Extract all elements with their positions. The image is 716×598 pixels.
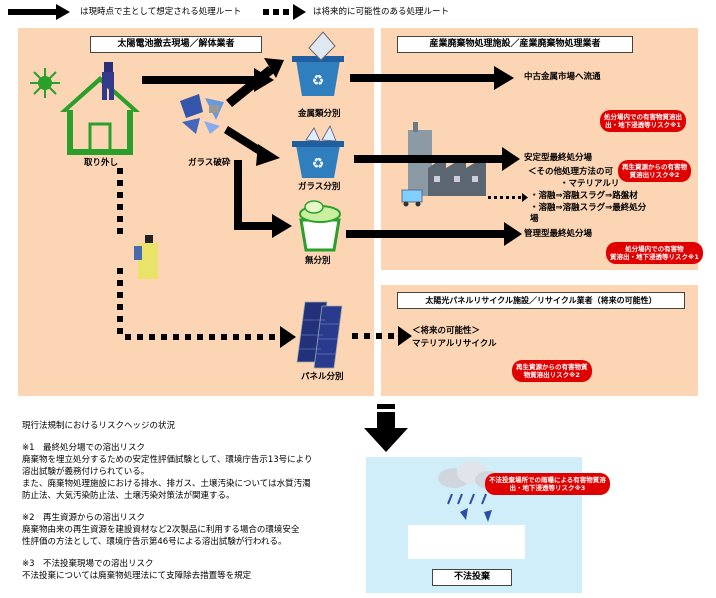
note-1-line: 廃棄物を埋立処分するための安定性評価試験として、環境庁告示13号により (22, 455, 313, 465)
note-1-line: 溶出試験が義務付けられている。 (22, 467, 150, 477)
risk-line: 処分場内での有害物質溶出 (604, 113, 682, 121)
note-2-line: 性評価の方法として、環境庁告示第46号による溶出試験が行われる。 (22, 537, 287, 547)
solid-route-arrows (142, 58, 522, 246)
risk-callout-recycled-1: 再生資源からの有害物 質溶出リスク※2 (618, 160, 691, 183)
legend-solid-label: は現時点で主として想定される処理ルート (80, 7, 242, 17)
down-arrow (364, 404, 408, 452)
waste-facility-panel (381, 28, 698, 270)
smelt-landfill-label-2: 場 (530, 214, 539, 224)
dotted-route-arrows (117, 168, 528, 348)
note-3-title: ※3 不法投棄現場での溶出リスク (22, 559, 154, 569)
risk-line: 処分場内での有害物 (625, 245, 684, 253)
risk-line: 質溶出・地下浸透等リスク※1 (610, 253, 699, 262)
house-icon (60, 76, 140, 155)
material-recycle-label: マテリアルリサイクル (412, 339, 497, 349)
worker-icon (102, 62, 114, 100)
glass-sort-label: ガラス分別 (298, 182, 341, 192)
risk-callout-illegal: 不法投棄場所での雨曝による有害物質溶 出・地下浸透等リスク※3 (485, 473, 610, 496)
risk-callout-landfill-1: 処分場内での有害物質溶出 出・地下浸透等リスク※1 (600, 110, 686, 133)
glass-crush-label: ガラス破砕 (188, 158, 231, 168)
svg-text:♻: ♻ (312, 73, 325, 89)
metal-bin-icon: ♻ (292, 31, 344, 96)
illegal-dumping-label: 不法投棄 (432, 569, 512, 586)
notes-title: 現行法規制におけるリスクヘッジの状況 (22, 421, 176, 431)
note-3-line: 不法投棄については廃棄物処理法にて支障除去措置等を規定 (22, 571, 252, 581)
note-1-line: また、廃棄物処理施設における排水、排ガス、土壌汚染については水質汚濁 (22, 479, 311, 489)
stable-landfill-label: 安定型最終処分場 (524, 153, 593, 163)
note-1-title: ※1 最終処分場での溶出リスク (22, 443, 146, 453)
glass-bin-icon: ♻ (292, 125, 344, 178)
risk-line: 出・地下浸透等リスク※1 (605, 121, 681, 130)
smelt-landfill-label: ・溶融⇒溶融スラグ⇒最終処分 (530, 203, 647, 213)
sun-icon (30, 68, 60, 98)
recycle-facility-header: 太陽光パネルリサイクル施設／リサイクル業者（将来の可能性） (397, 292, 685, 309)
legend-dotted-label: は将来的に可能性のある処理ルート (313, 7, 450, 17)
note-1-line: 防止法、大気汚染防止法、土壌汚染対策法が関連する。 (22, 491, 235, 501)
glass-crush-icon (180, 94, 224, 134)
risk-line: 不法投棄場所での雨曝による有害物質溶 (489, 476, 606, 484)
risk-line: 物質溶出リスク※2 (523, 371, 580, 380)
removal-label: 取り外し (84, 158, 119, 168)
note-2-title: ※2 再生資源からの溶出リスク (22, 513, 146, 523)
risk-line: 再生資源からの有害物 (622, 163, 687, 171)
no-sort-label: 無分別 (305, 256, 331, 266)
panel-worker-icon (134, 235, 158, 279)
panel-sort-label: パネル分別 (301, 372, 344, 382)
managed-landfill-label: 管理型最終処分場 (524, 229, 593, 239)
waste-facility-header: 産業廃棄物処理施設／産業廃棄物処理業者 (397, 36, 633, 53)
risk-callout-landfill-2: 処分場内での有害物 質溶出・地下浸透等リスク※1 (606, 242, 703, 265)
factory-icon (401, 122, 486, 207)
used-metal-market-label: 中古金属市場へ流通 (524, 72, 601, 82)
metal-sort-label: 金属類分別 (298, 109, 341, 119)
other-methods-label: ＜その他処理方法の可 (528, 167, 614, 177)
unsorted-bin-icon (299, 200, 341, 252)
risk-callout-recycled-2: 再生資源からの有害物質 物質溶出リスク※2 (512, 360, 592, 383)
material-short-label: ・マテリアルリ (560, 179, 620, 189)
svg-text:♻: ♻ (312, 156, 325, 172)
risk-line: 質溶出リスク※2 (629, 171, 680, 180)
risk-line: 再生資源からの有害物質 (516, 363, 588, 371)
dismantling-site-header: 太陽電池撤去現場／解体業者 (90, 36, 262, 53)
note-2-line: 廃棄物由来の再生資源を建設資材など2次製品に利用する場合の環境安全 (22, 525, 300, 535)
risk-line: 出・地下浸透等リスク※3 (509, 484, 586, 493)
future-possibility-label: ＜将来の可能性＞ (412, 326, 481, 336)
smelt-road-label: ・溶融⇒溶融スラグ⇒路盤材 (530, 191, 638, 201)
solar-panel-icon (296, 301, 343, 369)
dump-ground (408, 525, 525, 559)
